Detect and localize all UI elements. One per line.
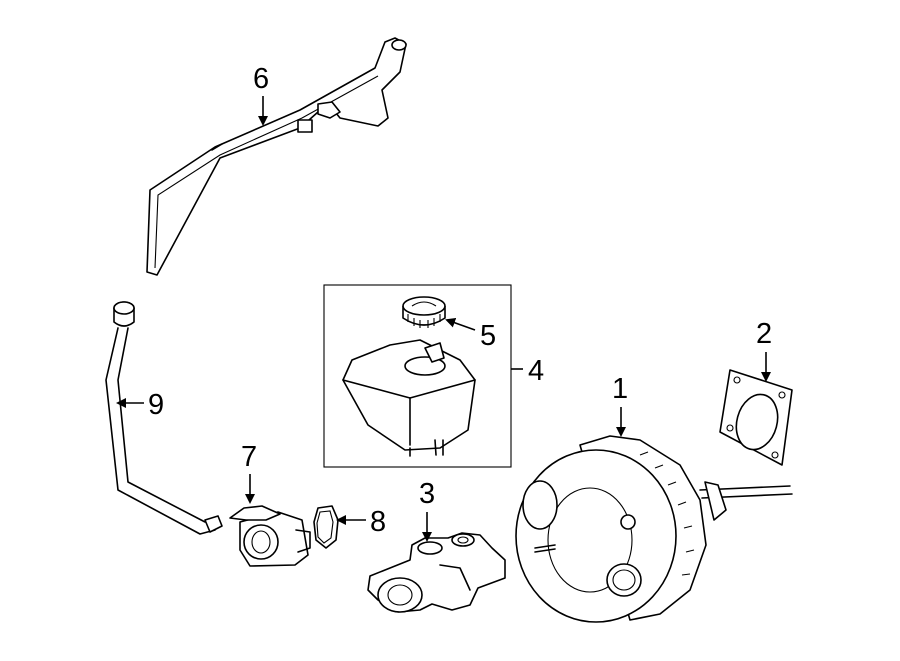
short-hose-part bbox=[105, 301, 223, 535]
callout-8: 8 bbox=[370, 506, 386, 538]
callout-9: 9 bbox=[148, 389, 164, 421]
check-valve-part bbox=[229, 505, 311, 567]
callout-1: 1 bbox=[612, 373, 628, 405]
callout-6: 6 bbox=[253, 63, 269, 95]
master-cylinder-part bbox=[367, 532, 506, 613]
reservoir-assembly-box bbox=[323, 284, 512, 468]
brake-booster-part bbox=[515, 435, 793, 623]
callout-4: 4 bbox=[528, 355, 544, 387]
callout-2: 2 bbox=[756, 318, 772, 350]
booster-gasket-part bbox=[719, 369, 793, 466]
callout-3: 3 bbox=[419, 478, 435, 510]
reservoir-cap-part bbox=[402, 296, 446, 328]
vacuum-hose-part bbox=[146, 37, 407, 276]
seal-part bbox=[313, 505, 339, 549]
brake-fluid-reservoir-part bbox=[342, 339, 476, 457]
leader-5 bbox=[445, 317, 476, 331]
callout-7: 7 bbox=[241, 441, 257, 473]
callout-5: 5 bbox=[480, 320, 496, 352]
callout-labels: 6 9 7 8 3 5 4 2 1 bbox=[148, 63, 772, 538]
callout-leaders bbox=[116, 96, 771, 542]
